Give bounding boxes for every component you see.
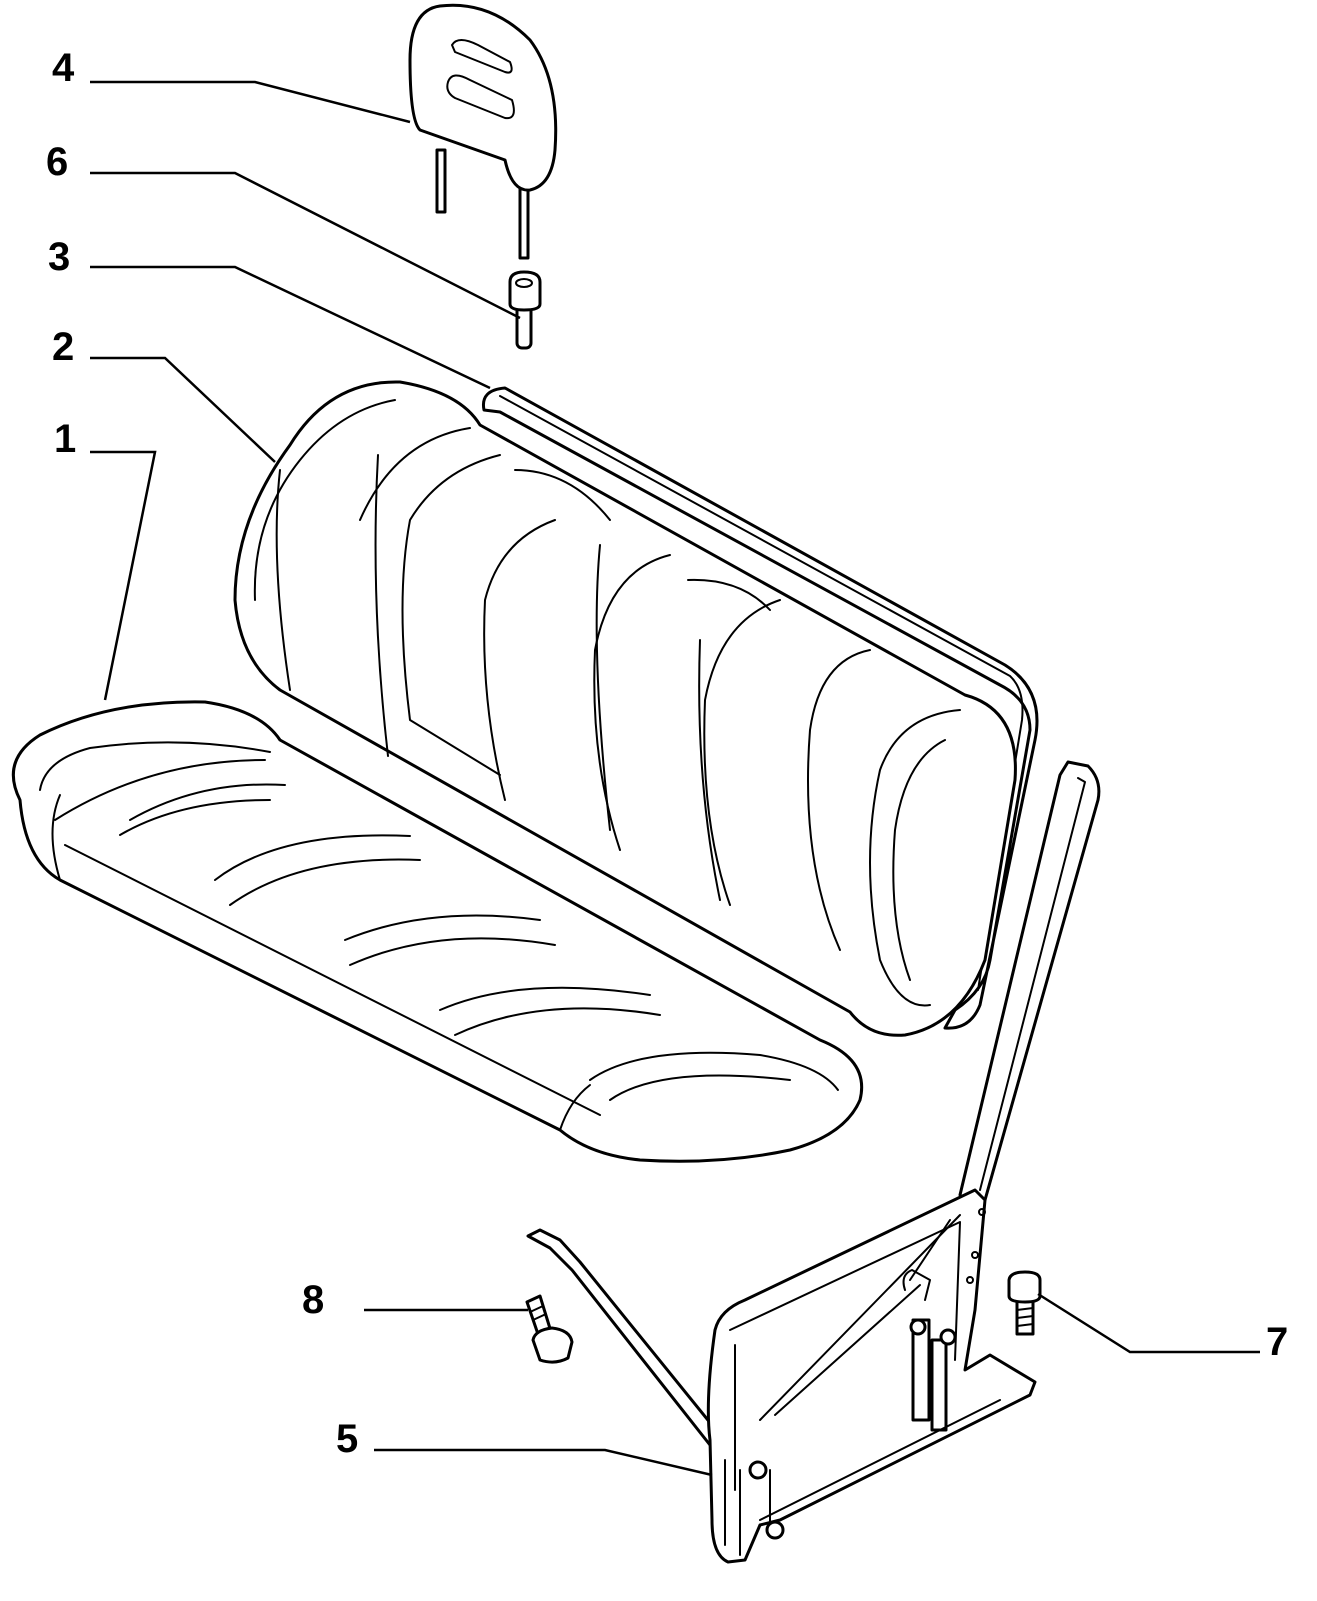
leader-5 xyxy=(374,1448,713,1477)
seat-frame xyxy=(526,760,1101,1564)
callout-7: 7 xyxy=(1266,1320,1288,1364)
leader-lines xyxy=(90,80,1260,1477)
callout-1: 1 xyxy=(54,417,76,461)
leader-6 xyxy=(90,171,521,320)
headrest-guide xyxy=(508,270,542,350)
seat-cushion xyxy=(11,700,864,1163)
bolt-7 xyxy=(1007,1270,1042,1336)
backrest-trim-strip xyxy=(481,386,1039,1030)
leader-3 xyxy=(90,265,491,390)
callout-3: 3 xyxy=(48,235,70,279)
callout-2: 2 xyxy=(52,325,74,369)
callout-labels: 4 6 3 2 1 8 5 7 xyxy=(46,46,1288,1461)
callout-6: 6 xyxy=(46,140,68,184)
leader-2 xyxy=(90,356,276,463)
callout-8: 8 xyxy=(302,1278,324,1322)
callout-5: 5 xyxy=(336,1417,358,1461)
leader-1 xyxy=(90,450,157,701)
callout-4: 4 xyxy=(52,46,75,90)
leader-4 xyxy=(90,80,411,124)
leader-7 xyxy=(1037,1292,1260,1354)
bolt-8 xyxy=(525,1294,574,1364)
headrest xyxy=(408,3,558,260)
backrest xyxy=(233,380,1017,1037)
